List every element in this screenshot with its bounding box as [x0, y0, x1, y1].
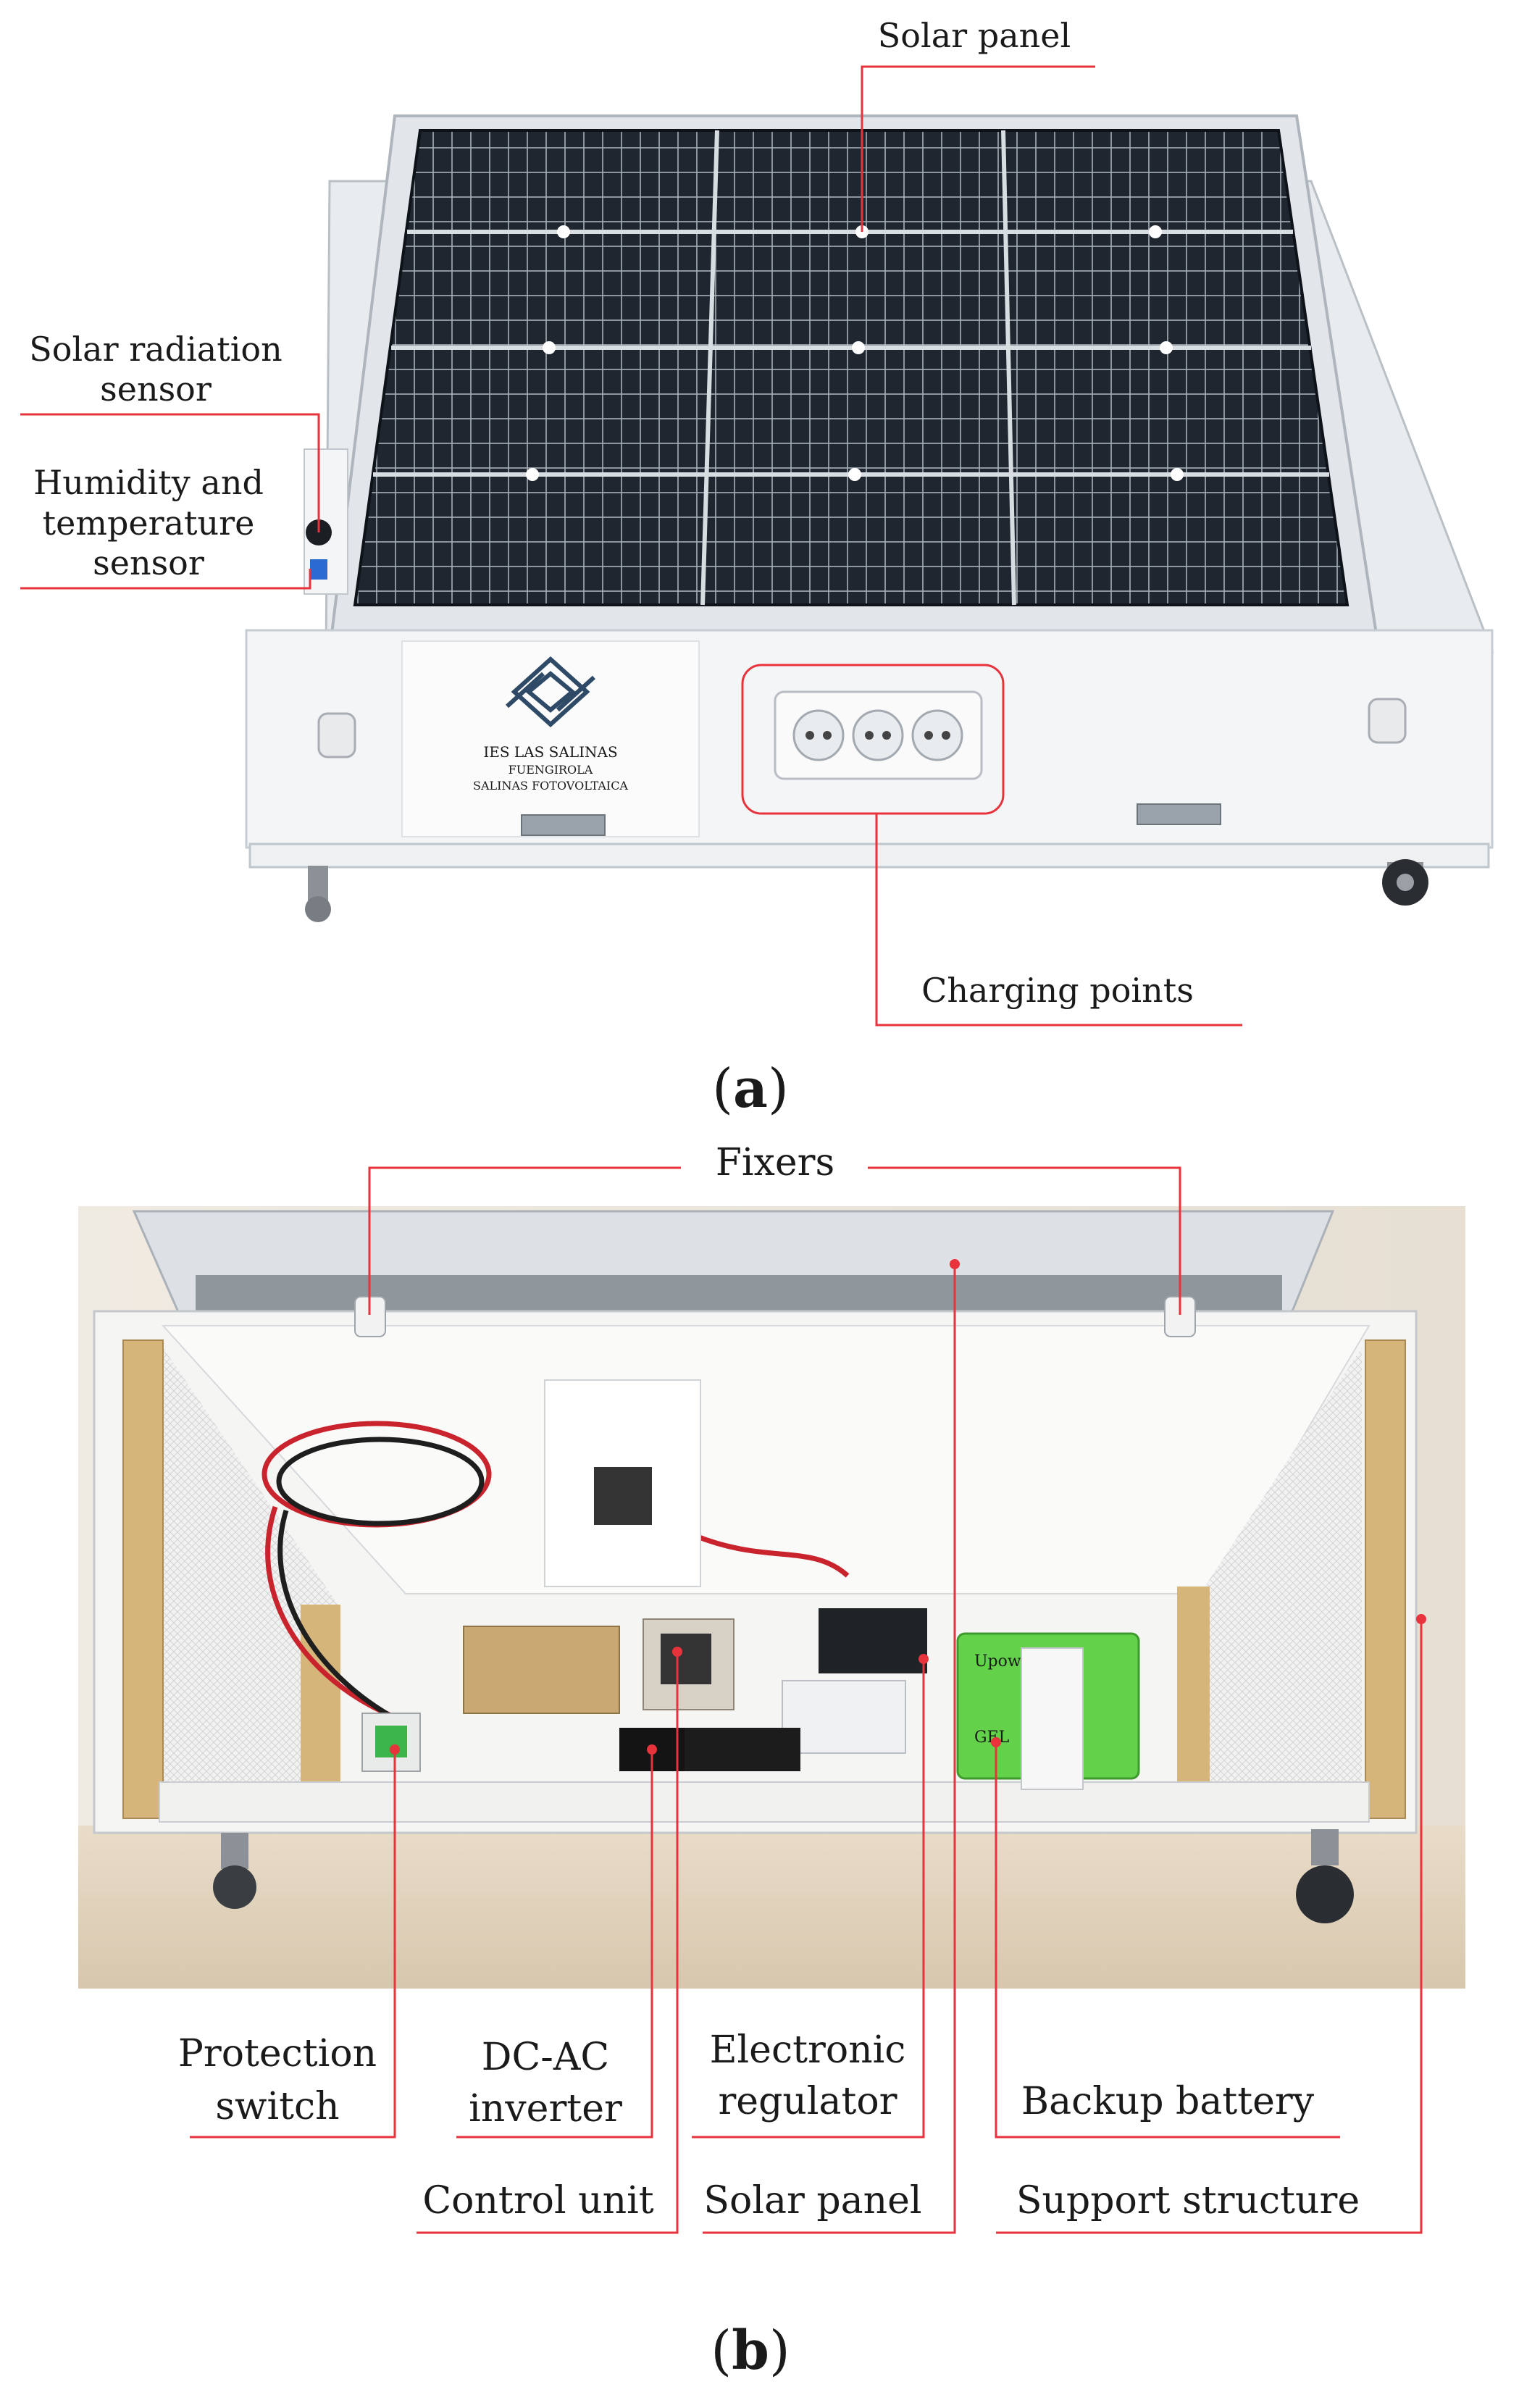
- panel-a-photo: IES LAS SALINAS FUENGIROLA SALINAS FOTOV…: [245, 114, 1494, 922]
- label-humidity-sensor-line2: temperature: [43, 503, 255, 543]
- leader-electronic-regulator: [692, 1659, 925, 2139]
- leader-support-structure: [996, 1619, 1423, 2234]
- leader-solar-radiation-sensor: [20, 413, 320, 532]
- photo-floor: [78, 1826, 1465, 1989]
- leader-humidity-temperature-sensor: [20, 569, 311, 590]
- power-cables: [261, 1421, 850, 1727]
- caption-b: (b): [711, 2320, 790, 2382]
- label-electronic-regulator-line2: regulator: [718, 2080, 897, 2123]
- logo-sticker: [401, 640, 700, 837]
- cart-wheels: [305, 859, 1428, 922]
- label-electronic-regulator-line1: Electronic: [710, 2028, 906, 2072]
- junction-box: [782, 1680, 906, 1754]
- leader-fixer-left: [368, 1166, 681, 1315]
- logo-text-3: SALINAS FOTOVOLTAICA: [473, 779, 628, 793]
- right-knob: [1368, 698, 1407, 744]
- right-wood-post: [1365, 1339, 1406, 1819]
- leader-fixer-right: [868, 1166, 1181, 1315]
- left-wood-post: [122, 1339, 164, 1819]
- protection-switch-body: [361, 1713, 421, 1772]
- leader-charging-points: [875, 814, 1242, 1027]
- label-control-unit: Control unit: [422, 2179, 653, 2223]
- label-solar-radiation-sensor-line2: sensor: [100, 369, 212, 409]
- leader-dc-ac-inverter: [456, 1750, 653, 2139]
- logo-text-1: IES LAS SALINAS: [483, 743, 617, 761]
- label-dc-ac-inverter-line2: inverter: [469, 2087, 622, 2131]
- leader-solar-panel-b: [703, 1264, 956, 2234]
- panel-b-photo: Upower GEL: [78, 1206, 1465, 1989]
- socket-outlets: [792, 709, 963, 761]
- caption-a: (a): [712, 1058, 789, 1120]
- cabinet-wheels: [213, 1829, 1354, 1923]
- label-solar-panel-b: Solar panel: [703, 2179, 921, 2223]
- logo-text-2: FUENGIROLA: [509, 763, 593, 777]
- label-dc-ac-inverter-line1: DC-AC: [482, 2036, 609, 2079]
- humidity-temperature-sensor-device: [310, 559, 327, 580]
- front-hinge-right: [1137, 803, 1221, 825]
- solar-panel-junctions: [526, 225, 1184, 481]
- ies-logo-icon: [505, 656, 596, 728]
- label-backup-battery: Backup battery: [1021, 2080, 1315, 2123]
- inverter-device: [685, 1728, 800, 1771]
- label-protection-switch-line2: switch: [215, 2085, 339, 2128]
- label-protection-switch-line1: Protection: [178, 2032, 377, 2075]
- solar-panel-cells: [353, 129, 1349, 606]
- cart-base: [248, 843, 1490, 869]
- leader-protection-switch: [190, 1750, 396, 2139]
- front-hinge-left: [521, 814, 606, 836]
- label-humidity-sensor-line1: Humidity and: [33, 463, 264, 502]
- charging-points-highlight: [741, 664, 1005, 815]
- leader-backup-battery: [995, 1742, 1340, 2139]
- label-solar-radiation-sensor-line1: Solar radiation: [29, 330, 282, 369]
- label-humidity-sensor-line3: sensor: [93, 543, 204, 582]
- label-solar-panel-a: Solar panel: [878, 16, 1071, 55]
- leader-control-unit: [417, 1652, 679, 2234]
- cabinet-shelf: [159, 1781, 1370, 1823]
- panel-b-leader-dots: [390, 1259, 1426, 1755]
- battery-bracket: [1021, 1647, 1084, 1790]
- panel-a-leader-lines: [20, 65, 1242, 1027]
- right-ventilation-mesh: [1195, 1347, 1362, 1789]
- panel-b-leader-lines: [190, 1166, 1423, 2234]
- label-charging-points: Charging points: [921, 971, 1194, 1010]
- left-knob: [317, 712, 356, 758]
- left-ventilation-mesh: [163, 1347, 340, 1789]
- dc-ac-inverter-box: [463, 1626, 620, 1714]
- label-fixers: Fixers: [716, 1141, 834, 1184]
- qr-code-1: [594, 1467, 652, 1525]
- right-mid-post: [1177, 1587, 1210, 1797]
- qr-code-2: [661, 1634, 711, 1684]
- label-support-structure: Support structure: [1016, 2179, 1360, 2223]
- leader-solar-panel-a: [861, 65, 1095, 232]
- electronic-regulator-box: [819, 1608, 927, 1673]
